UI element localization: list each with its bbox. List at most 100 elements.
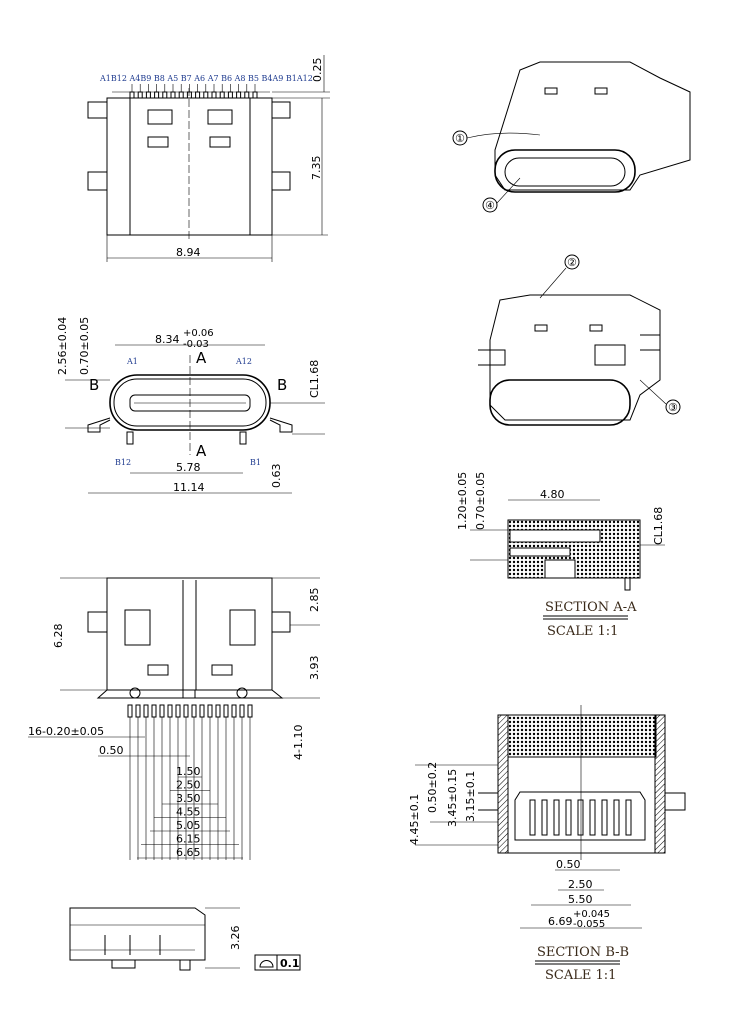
dim-post-spacing: 5.78 <box>176 461 201 474</box>
section-b-b: 4.45±0.1 0.50±0.2 3.45±0.15 3.15±0.1 0.5… <box>408 705 686 983</box>
section-a-a: 4.80 1.20±0.05 0.70±0.05 CL1.68 SECTION … <box>456 472 665 639</box>
callout-1: ① <box>455 132 465 145</box>
section-a-bottom: A <box>196 442 207 460</box>
dim-width-nominal: 6.69 <box>548 915 573 928</box>
dim-pin-width: 16-0.20±0.05 <box>28 725 104 738</box>
dim-length: 4.80 <box>540 488 565 501</box>
callout-4: ④ <box>485 199 495 212</box>
dim-width: 8.94 <box>176 246 201 259</box>
pin-span-5: 6.15 <box>176 833 201 846</box>
pin <box>223 704 229 718</box>
dim-vertical-3: 3.45±0.15 <box>446 769 459 827</box>
iso-view-bottom: ② ③ <box>478 254 681 426</box>
pin <box>151 704 157 718</box>
pin <box>127 704 133 718</box>
pin <box>244 91 250 99</box>
pin <box>129 91 135 99</box>
pin <box>227 91 233 99</box>
pin <box>191 704 197 718</box>
dim-lower: 3.93 <box>308 656 321 681</box>
dim-height: 2.56±0.04 <box>56 317 69 375</box>
dim-height: 3.26 <box>229 926 242 951</box>
dim-a: 1.20±0.05 <box>456 472 469 530</box>
flatness-value: 0.1 <box>280 957 300 970</box>
dim-center: CL1.68 <box>308 360 321 398</box>
pin-span-1: 2.50 <box>176 779 201 792</box>
section-scale: SCALE 1:1 <box>545 968 616 983</box>
pin <box>219 91 225 99</box>
pin-b12: B12 <box>115 458 131 467</box>
dim-offset: 0.25 <box>311 58 324 83</box>
pin <box>145 91 151 99</box>
section-scale: SCALE 1:1 <box>547 624 618 639</box>
dim-b: 0.70±0.05 <box>474 472 487 530</box>
contact <box>589 799 596 836</box>
pin <box>178 91 184 99</box>
dim-pitch: 0.50 <box>556 858 581 871</box>
dim-upper: 2.85 <box>308 588 321 613</box>
pin <box>215 704 221 718</box>
contact <box>577 799 584 836</box>
contact <box>601 799 608 836</box>
pin <box>162 91 168 99</box>
dim-width-plus: +0.045 <box>573 909 610 920</box>
pin <box>159 704 165 718</box>
callout-3: ③ <box>668 401 678 414</box>
pin <box>167 704 173 718</box>
pin <box>183 704 189 718</box>
pin <box>252 91 258 99</box>
top-body-outline <box>106 97 273 236</box>
pin <box>175 704 181 718</box>
pin <box>203 91 209 99</box>
pin-a12: A12 <box>235 357 252 366</box>
dim-width-plus: +0.06 <box>183 328 214 339</box>
dim-overall: 11.14 <box>173 481 205 494</box>
contact <box>529 799 536 836</box>
pin-span-6: 6.65 <box>176 846 201 859</box>
contact <box>553 799 560 836</box>
side-view: 3.26 0.1 <box>69 907 301 971</box>
dim-length: 6.28 <box>52 624 65 649</box>
dim-posts: 4-1.10 <box>292 725 305 760</box>
dim-width-nominal: 8.34 <box>155 333 180 346</box>
top-view: A1B12 A4B9 B8 A5 B7 A6 A7 B6 A8 B5 B4A9 … <box>87 55 330 262</box>
contact <box>541 799 548 836</box>
pin <box>186 91 192 99</box>
section-title: SECTION B-B <box>537 945 629 960</box>
dim-span-2: 5.50 <box>568 893 593 906</box>
dim-width-minus: -0.055 <box>573 919 605 930</box>
pin <box>195 91 201 99</box>
contact <box>565 799 572 836</box>
iso-view-top: ① ④ <box>452 61 691 213</box>
pin <box>231 704 237 718</box>
pin <box>135 704 141 718</box>
pin <box>207 704 213 718</box>
pin <box>143 704 149 718</box>
dim-width-minus: -0.03 <box>183 339 209 350</box>
pin <box>199 704 205 718</box>
bottom-view: 6.28 2.85 3.93 4-1.10 16-0.20±0.05 0.50 … <box>28 577 321 860</box>
dim-vertical-4: 3.15±0.1 <box>464 771 477 822</box>
dim-pitch: 0.50 <box>99 744 124 757</box>
section-b-right: B <box>277 376 287 394</box>
pin-labels: A1B12 A4B9 B8 A5 B7 A6 A7 B6 A8 B5 B4A9 … <box>99 74 313 83</box>
pin <box>236 91 242 99</box>
pin-span-0: 1.50 <box>176 765 201 778</box>
dim-vertical-2: 0.50±0.2 <box>426 762 439 813</box>
pin <box>137 91 143 99</box>
dim-center: CL1.68 <box>652 507 665 545</box>
contact <box>625 799 632 836</box>
pin <box>154 91 160 99</box>
pin <box>239 704 245 718</box>
pin-span-2: 3.50 <box>176 792 201 805</box>
dim-tongue: 0.70±0.05 <box>78 317 91 375</box>
flatness-icon <box>259 960 274 968</box>
pin <box>211 91 217 99</box>
dim-span-1: 2.50 <box>568 878 593 891</box>
pin-span-3: 4.55 <box>176 806 201 819</box>
section-a-top: A <box>196 349 207 367</box>
front-view: 8.34 +0.06 -0.03 A A B B A1 A12 B12 B1 2… <box>56 317 325 494</box>
pin-a1: A1 <box>126 357 138 366</box>
contact <box>613 799 620 836</box>
